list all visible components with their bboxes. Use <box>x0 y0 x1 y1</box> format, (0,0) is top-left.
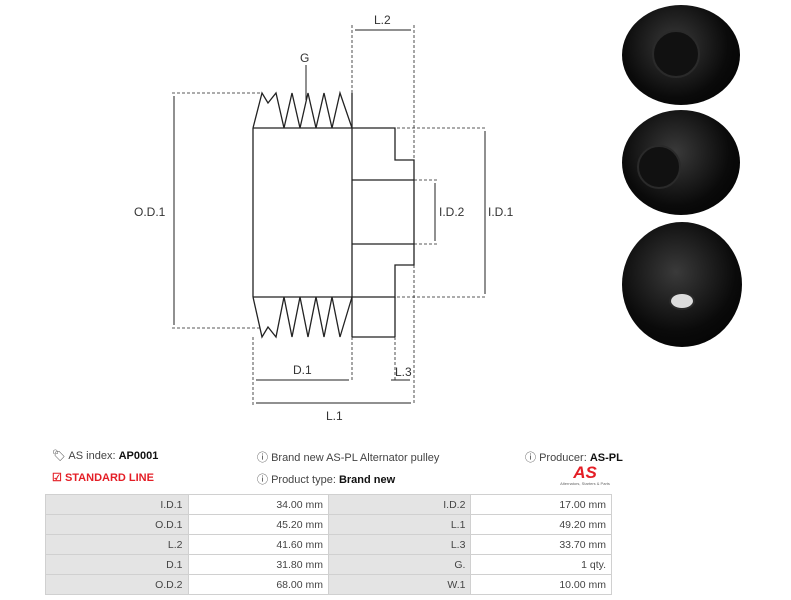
description-text: Brand new AS-PL Alternator pulley <box>271 452 440 464</box>
product-type-value: Brand new <box>338 474 396 486</box>
tag-icon: 🏷 <box>52 450 66 462</box>
as-index-value: AP0001 <box>118 450 159 462</box>
spec-label: D.1 <box>45 554 189 575</box>
info-icon: ⓘ <box>257 474 268 486</box>
spec-label: I.D.2 <box>328 494 472 515</box>
spec-label: I.D.1 <box>45 494 189 515</box>
spec-value: 49.20 mm <box>470 514 612 535</box>
spec-value: 1 qty. <box>470 554 612 575</box>
producer-label: Producer: <box>539 452 587 464</box>
logo-text: AS <box>573 463 597 482</box>
label-id2: I.D.2 <box>439 205 465 219</box>
product-photo-front <box>622 5 740 105</box>
spec-label: L.3 <box>328 534 472 555</box>
label-g: G <box>300 51 309 65</box>
spec-value: 45.20 mm <box>187 514 330 535</box>
info-icon: ⓘ <box>257 452 268 464</box>
spec-value: 10.00 mm <box>470 574 612 595</box>
spec-value: 41.60 mm <box>187 534 330 555</box>
producer: ⓘ Producer: AS-PL <box>525 449 623 465</box>
label-l3: L.3 <box>395 365 412 379</box>
pulley-technical-drawing: G L.2 O.D.1 I.D.2 I.D.1 D.1 L.3 L.1 <box>134 13 514 423</box>
spec-value: 34.00 mm <box>187 494 330 515</box>
label-l2: L.2 <box>374 13 391 27</box>
spec-value: 17.00 mm <box>470 494 612 515</box>
as-pl-logo: AS Alternators, Starters & Parts <box>556 464 614 486</box>
standard-line: ☑ STANDARD LINE <box>52 471 154 484</box>
label-od1: O.D.1 <box>134 205 166 219</box>
spec-label: O.D.2 <box>45 574 189 595</box>
spec-label: G. <box>328 554 472 575</box>
checkbox-icon: ☑ <box>52 472 62 484</box>
spec-value: 31.80 mm <box>187 554 330 575</box>
product-type-label: Product type: <box>271 474 336 486</box>
product-type: ⓘ Product type: Brand new <box>257 471 395 487</box>
info-icon: ⓘ <box>525 452 536 464</box>
label-id1: I.D.1 <box>488 205 514 219</box>
label-l1: L.1 <box>326 409 343 423</box>
spec-label: L.1 <box>328 514 472 535</box>
label-d1: D.1 <box>293 363 312 377</box>
product-photo-angle <box>622 110 740 215</box>
description: ⓘ Brand new AS-PL Alternator pulley <box>257 449 439 465</box>
spec-label: O.D.1 <box>45 514 189 535</box>
spec-value: 33.70 mm <box>470 534 612 555</box>
spec-value: 68.00 mm <box>187 574 330 595</box>
as-index: 🏷 AS index: AP0001 <box>52 449 158 462</box>
as-index-label: AS index: <box>68 450 116 462</box>
standard-line-label: STANDARD LINE <box>64 472 154 484</box>
logo-subtitle: Alternators, Starters & Parts <box>560 481 610 486</box>
spec-label: L.2 <box>45 534 189 555</box>
product-photo-back <box>622 222 742 347</box>
producer-value: AS-PL <box>589 452 623 464</box>
spec-label: W.1 <box>328 574 472 595</box>
